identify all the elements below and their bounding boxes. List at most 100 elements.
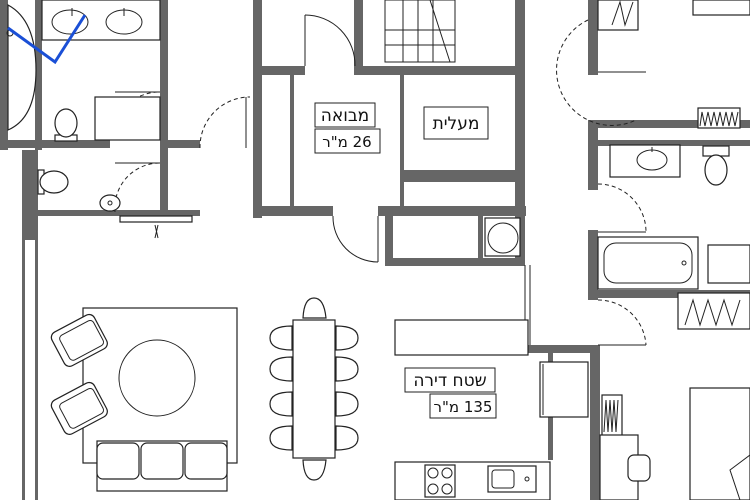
wardrobe — [692, 0, 750, 16]
wall — [355, 66, 525, 75]
chair — [335, 391, 359, 417]
wall — [290, 75, 294, 206]
wall — [160, 140, 200, 148]
drain — [107, 200, 113, 206]
cooktop — [424, 464, 456, 498]
entrance-label: מבואה 26 מ"ר — [314, 102, 381, 154]
wall — [400, 75, 404, 210]
armchair-body — [50, 381, 108, 435]
burner — [427, 467, 439, 479]
elevator-name: מעלית — [433, 114, 480, 134]
vanity — [609, 144, 681, 178]
bed — [689, 387, 750, 500]
closet-hangers — [699, 111, 739, 127]
armchair — [50, 381, 108, 435]
right-bath — [597, 0, 750, 330]
wall — [253, 0, 262, 218]
door-swing — [304, 14, 356, 67]
bedroom — [599, 387, 750, 500]
wall — [160, 148, 168, 216]
storage-hatch — [611, 0, 634, 27]
dining — [269, 297, 359, 481]
chair — [335, 425, 359, 451]
wall — [378, 206, 526, 216]
bathtub-inner — [603, 242, 693, 284]
label-box — [423, 106, 489, 140]
stair-frame — [384, 0, 456, 63]
wall — [22, 150, 38, 240]
wall — [478, 215, 483, 265]
label-box — [314, 102, 376, 128]
wall — [598, 140, 750, 146]
wall — [0, 0, 8, 150]
utility — [484, 217, 531, 345]
sofa-cushion — [140, 442, 184, 480]
entrance-name: מבואה — [321, 106, 369, 126]
door-swing — [199, 96, 251, 149]
shelf — [677, 292, 750, 330]
wall — [515, 0, 525, 265]
label-box — [314, 128, 381, 154]
chair — [269, 356, 293, 382]
apartment-label: שטח דירה 135 מ"ר — [404, 367, 497, 419]
washer-drum — [487, 222, 519, 254]
hand-sink — [99, 194, 121, 212]
toilet — [39, 170, 69, 194]
wall — [35, 210, 200, 216]
vanity-counter — [41, 0, 161, 41]
elevator-label: מעלית — [423, 106, 489, 140]
door-swing — [114, 162, 161, 213]
window-mark — [154, 224, 159, 239]
master-bath — [6, 0, 161, 142]
bathtub — [7, 3, 37, 131]
apartment-area: 135 מ"ר — [434, 398, 493, 416]
chair — [269, 425, 293, 451]
label-box — [404, 367, 496, 393]
wall — [525, 345, 595, 353]
label-box — [429, 393, 497, 419]
living-room — [50, 307, 238, 492]
sofa-cushion — [184, 442, 228, 480]
books — [603, 399, 619, 433]
wall — [253, 206, 333, 216]
armchair-seat — [59, 319, 105, 361]
stairs — [384, 0, 456, 63]
storage — [597, 0, 639, 31]
guest-wc — [37, 169, 193, 239]
chair — [302, 297, 327, 319]
shower-screen-blue — [7, 14, 87, 65]
doors — [109, 14, 647, 346]
wall — [160, 0, 168, 150]
wall — [402, 170, 520, 182]
chair — [269, 325, 293, 351]
door-swing — [597, 299, 647, 346]
door-swing — [597, 183, 647, 233]
wall — [588, 230, 598, 300]
stair-diag — [429, 0, 451, 63]
burner — [427, 483, 439, 495]
chair — [269, 391, 293, 417]
bathtub — [597, 236, 699, 290]
wall — [0, 140, 110, 148]
rug — [82, 307, 238, 464]
counter-upper — [394, 319, 529, 356]
cabinet — [94, 96, 161, 141]
toilet — [54, 108, 78, 138]
wall — [35, 150, 38, 500]
bed-cover — [729, 454, 750, 500]
door-swing — [332, 215, 379, 263]
wall — [588, 290, 750, 298]
cabinet — [707, 244, 750, 284]
sofa-cushion — [96, 442, 140, 480]
sink-basin — [491, 469, 515, 489]
armchair — [50, 313, 108, 367]
wall — [385, 258, 525, 266]
shelf-hatch — [684, 298, 741, 327]
chair — [335, 325, 359, 351]
fridge — [539, 361, 589, 418]
wall — [354, 0, 363, 75]
wall — [35, 0, 42, 150]
apartment-name: שטח דירה — [413, 371, 486, 391]
